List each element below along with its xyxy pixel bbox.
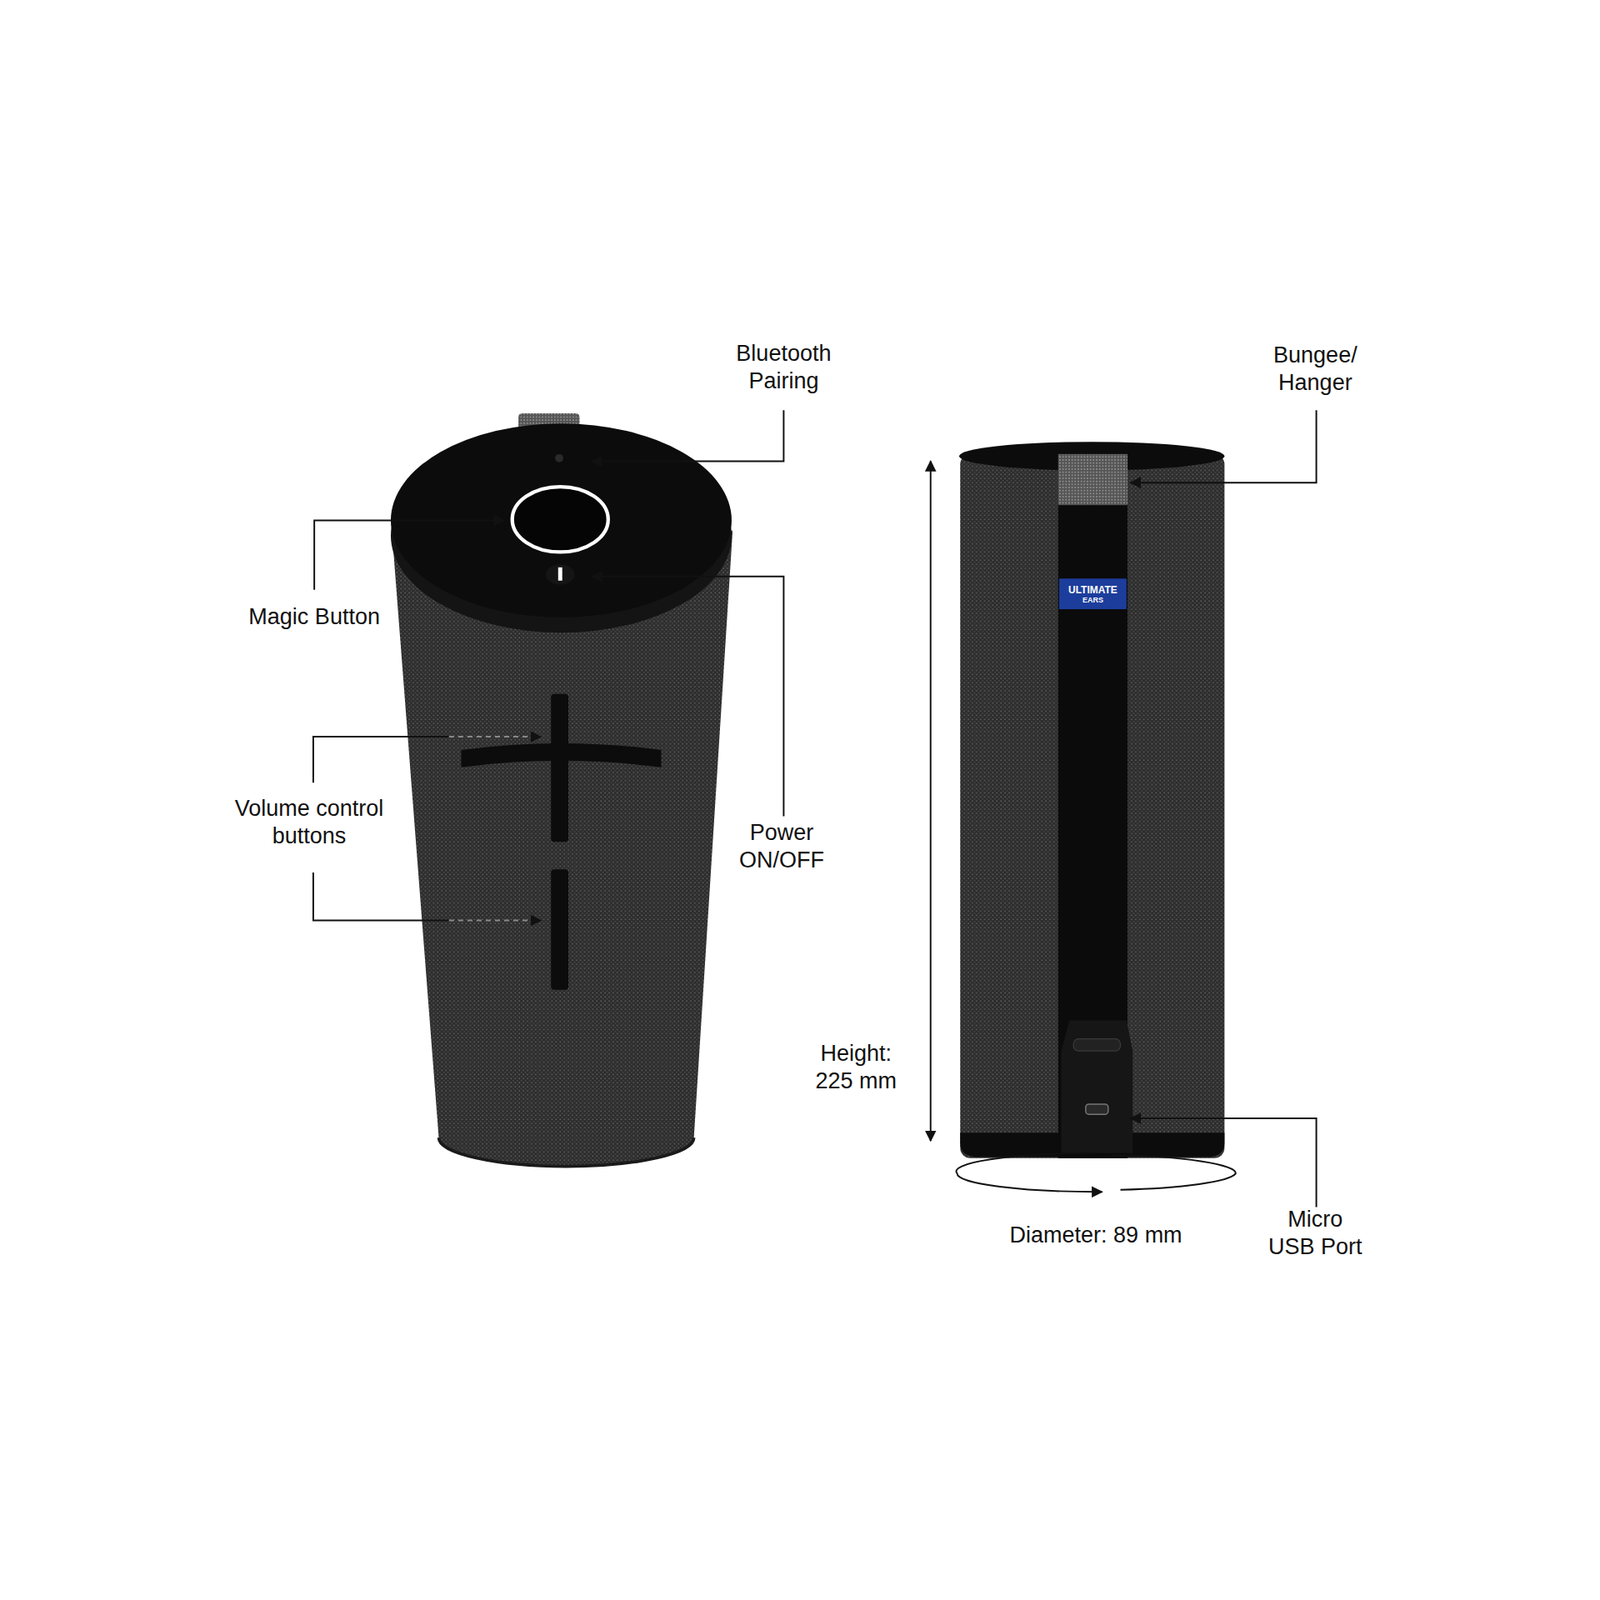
speaker-back-view (959, 441, 1225, 1159)
dimension-label: Height: 225 mm (805, 1040, 906, 1095)
leader-lines (313, 410, 1317, 1207)
part-label: Micro USB Port (1263, 1205, 1368, 1261)
part-label: Magic Button (248, 603, 380, 631)
brand-logo: EARS (1082, 596, 1104, 605)
speaker-front-view (390, 413, 733, 1167)
part-label: Power ON/OFF (731, 819, 832, 875)
brand-logo: ULTIMATE (1068, 585, 1118, 595)
part-label: Bluetooth Pairing (720, 340, 846, 395)
part-label: Bungee/ Hanger (1269, 341, 1361, 397)
dimension-label: Diameter: 89 mm (1010, 1221, 1183, 1250)
part-label: Volume control buttons (225, 795, 393, 850)
